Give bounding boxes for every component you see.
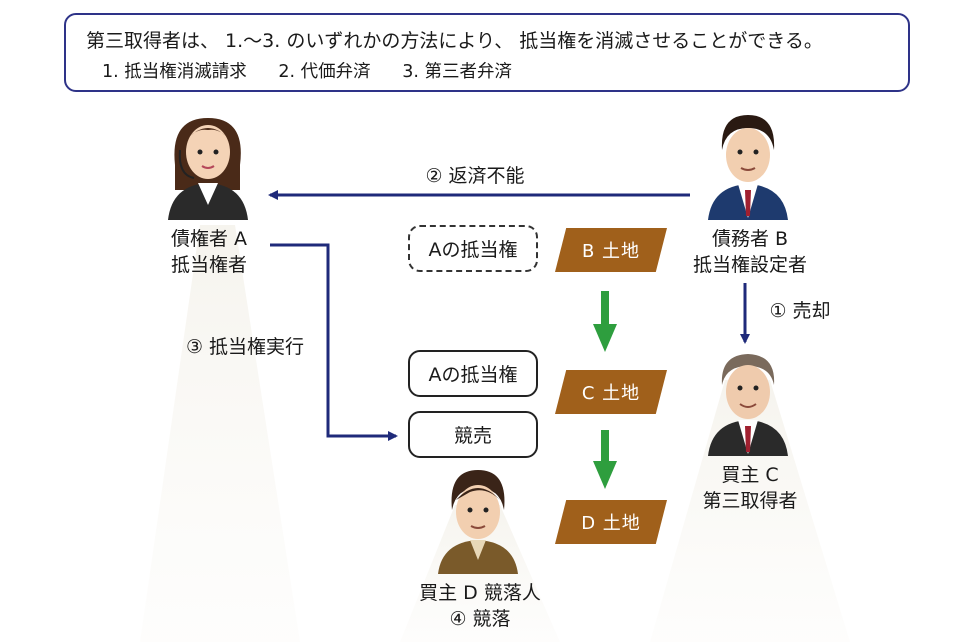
spotlight-a <box>140 225 300 642</box>
person-d-event: ④ 競落 <box>449 608 511 630</box>
person-a-name: 債権者 A <box>170 228 248 250</box>
person-a-role: 抵当権者 <box>170 254 247 276</box>
sale-arrow-label: ① 売却 <box>769 300 831 322</box>
person-c-role: 第三取得者 <box>702 490 798 512</box>
land-d-badge: D 土地 <box>555 500 667 544</box>
auction-box: 競売 <box>408 411 538 458</box>
person-a-label: 債権者 A 抵当権者 <box>150 226 268 278</box>
person-d-label: 買主 D 競落人 ④ 競落 <box>400 580 560 632</box>
method-item: 3. 第三者弁済 <box>402 62 512 82</box>
person-b-label: 債務者 B 抵当権設定者 <box>680 226 820 278</box>
method-item: 2. 代価弁済 <box>278 62 371 82</box>
person-a-figure <box>168 118 248 220</box>
person-c-figure <box>708 354 788 456</box>
info-box: 第三取得者は、 1.〜3. のいずれかの方法により、 抵当権を消滅させることがで… <box>64 13 910 92</box>
person-c-label: 買主 C 第三取得者 <box>680 462 820 514</box>
green-arrow-b-to-c <box>593 291 617 352</box>
green-arrow-c-to-d <box>593 430 617 489</box>
person-d-name: 買主 D 競落人 <box>419 582 541 604</box>
info-summary-text: 第三取得者は、 1.〜3. のいずれかの方法により、 抵当権を消滅させることがで… <box>86 30 823 52</box>
method-item: 1. 抵当権消滅請求 <box>102 62 247 82</box>
mortgage-box: Aの抵当権 <box>408 350 538 397</box>
person-b-figure <box>708 115 788 220</box>
default-arrow-label: ② 返済不能 <box>425 165 525 187</box>
person-b-role: 抵当権設定者 <box>692 254 807 276</box>
person-b-name: 債務者 B <box>711 228 789 250</box>
land-c-badge: C 土地 <box>555 370 667 414</box>
execution-arrow-label: ③ 抵当権実行 <box>185 336 305 358</box>
spotlight-c <box>650 380 850 642</box>
info-methods-list: 1. 抵当権消滅請求 2. 代価弁済 3. 第三者弁済 <box>102 58 538 83</box>
land-b-badge: B 土地 <box>555 228 667 272</box>
person-d-figure <box>438 470 518 574</box>
execution-arrow <box>270 243 398 441</box>
person-c-name: 買主 C <box>721 464 779 486</box>
mortgage-box-dashed: Aの抵当権 <box>408 225 538 272</box>
